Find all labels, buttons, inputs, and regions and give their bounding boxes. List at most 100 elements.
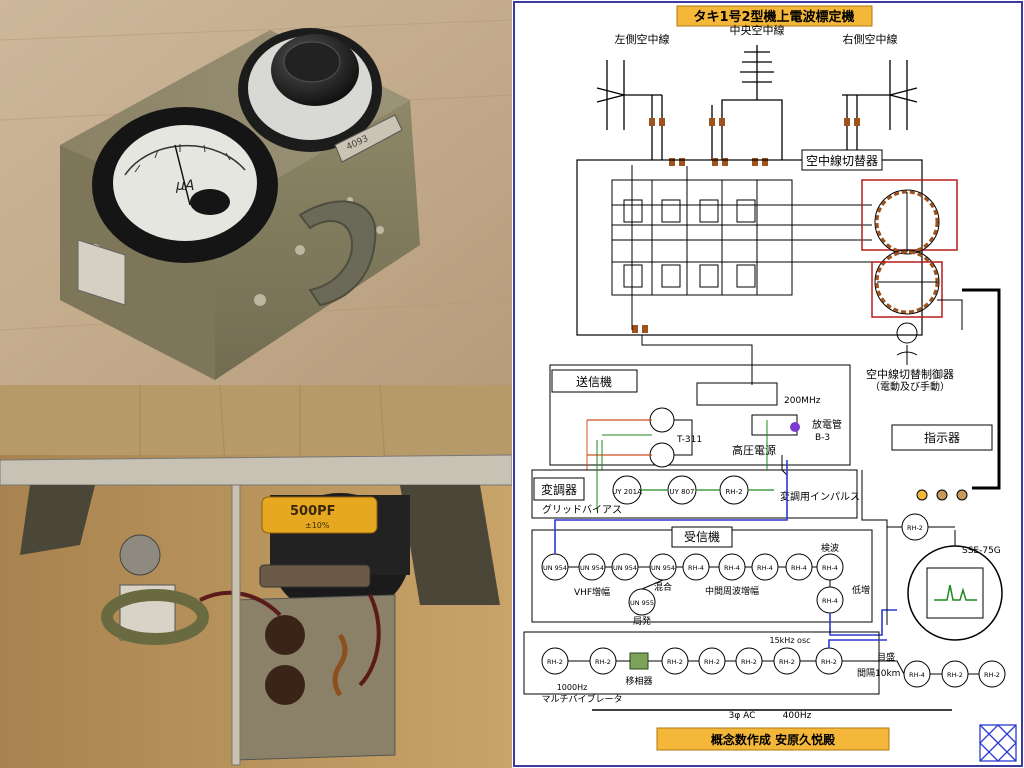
coil-housing	[234, 594, 396, 761]
switcher-label: 空中線切替器	[806, 153, 878, 168]
freq-label: 200MHz	[784, 396, 821, 406]
antenna-left-label: 左側空中線	[615, 32, 670, 46]
switcher-box	[576, 159, 923, 336]
modulator-label: 変調器	[541, 482, 577, 497]
antenna-center	[711, 45, 783, 160]
hv-supply-label: 高圧電源	[732, 443, 776, 457]
interval-label: 間隔10km	[857, 668, 900, 679]
credit-box	[656, 727, 890, 751]
svg-text:RH-2: RH-2	[725, 488, 742, 496]
svg-text:UN 954: UN 954	[613, 564, 637, 572]
svg-text:RH-4: RH-4	[688, 564, 704, 572]
carry-handle	[298, 200, 377, 307]
t311-label: T-311	[676, 435, 702, 445]
antenna-connectors	[632, 118, 860, 333]
svg-text:UY 807: UY 807	[670, 488, 695, 496]
switch-controller-sub: （電動及び手動）	[870, 380, 950, 393]
mod-pulse-label: 変調用インパルス	[780, 490, 860, 503]
transmitter-label: 送信機	[576, 374, 612, 389]
svg-text:RH-2: RH-2	[547, 658, 563, 666]
signal-line-bottom	[828, 639, 887, 648]
footer-credit: 概念数作成 安原久悦殿	[711, 732, 836, 747]
timing-box	[523, 631, 880, 695]
crt-model-label: SSE-75G	[962, 546, 1001, 556]
photo-device-top: μA 4093	[0, 0, 512, 385]
svg-text:RH-2: RH-2	[741, 658, 757, 666]
mix-label: 混合	[654, 581, 672, 593]
svg-text:UN 954: UN 954	[543, 564, 567, 572]
svg-text:RH-4: RH-4	[757, 564, 773, 572]
if-amp-label: 中間周波増幅	[705, 585, 759, 597]
scale-label: 目盛	[877, 651, 895, 663]
svg-text:RH-2: RH-2	[779, 658, 795, 666]
svg-text:RH-4: RH-4	[724, 564, 740, 572]
receiver-tubes: UN 954 UN 954 UN 954 UN 954 RH-4 RH-4 RH…	[541, 553, 844, 616]
power-label: 3φ AC	[729, 711, 756, 721]
b3-label: B-3	[815, 433, 830, 443]
indicator-label: 指示器	[924, 430, 960, 445]
schematic-diagram: タキ1号2型機上電波標定機 左側空中線 中央空中線 右側空中線	[513, 1, 1023, 767]
schematic-panel: タキ1号2型機上電波標定機 左側空中線 中央空中線 右側空中線	[512, 0, 1024, 768]
dial-mechanism	[101, 534, 209, 645]
indicator-connectors	[916, 489, 968, 501]
low-amp-label: 低増	[852, 584, 870, 596]
capacitor-500pf: 500PF ±10%	[261, 496, 378, 534]
modulator-label-box	[533, 477, 585, 501]
switch-controller-disks	[861, 179, 963, 365]
side-plate	[77, 239, 126, 306]
switch-controller-label: 空中線切替制御器	[866, 367, 954, 381]
antenna-right-label: 右側空中線	[843, 32, 898, 46]
svg-text:UN 954: UN 954	[580, 564, 604, 572]
lattice-icon	[979, 724, 1017, 762]
nameplate: 4093	[334, 114, 403, 163]
svg-text:RH-4: RH-4	[909, 671, 925, 679]
photo-device-internal: 500PF ±10%	[0, 385, 512, 768]
timing-tubes: RH-2 RH-2 RH-2 RH-2 RH-2 RH-2 RH-2 RH-4 …	[541, 647, 1006, 688]
tube-rh2-mod: RH-2	[719, 475, 749, 505]
tank-box	[696, 382, 778, 406]
svg-text:±10%: ±10%	[305, 521, 330, 530]
vhf-amp-label: VHF増幅	[574, 586, 610, 598]
discharge-tube-label: 放電管	[812, 418, 842, 431]
antenna-left	[596, 60, 663, 160]
antenna-right	[842, 60, 918, 160]
t311-tubes	[586, 407, 693, 470]
receiver-label-box	[671, 526, 733, 548]
tube-uy201a: UY 201A	[612, 475, 642, 505]
local-osc-label: 局発	[633, 615, 651, 627]
meter-gauge: μA	[92, 107, 278, 263]
svg-text:RH-2: RH-2	[704, 658, 720, 666]
svg-text:UN 955: UN 955	[630, 599, 654, 607]
diagram-title: タキ1号2型機上電波標定機	[693, 9, 854, 25]
multivibrator-label: マルチバイブレータ	[541, 693, 622, 705]
svg-text:500PF: 500PF	[290, 504, 336, 519]
svg-text:RH-4: RH-4	[822, 597, 838, 605]
hz1000-label: 1000Hz	[557, 683, 588, 692]
svg-text:RH-2: RH-2	[907, 524, 923, 532]
svg-text:RH-4: RH-4	[791, 564, 807, 572]
grid-bias-label: グリッドバイアス	[542, 503, 622, 516]
transmitter-label-box	[551, 369, 638, 393]
feed-line	[641, 335, 753, 385]
svg-text:RH-2: RH-2	[595, 658, 611, 666]
resistor	[259, 564, 371, 588]
antenna-center-label: 中央空中線	[730, 23, 785, 37]
svg-text:UN 954: UN 954	[651, 564, 675, 572]
svg-text:RH-4: RH-4	[822, 564, 838, 572]
phase-shifter-label: 移相器	[625, 675, 652, 687]
transmitter-box	[549, 364, 851, 466]
modulator-box	[531, 469, 858, 519]
indicator-label-box	[891, 424, 993, 451]
title-box	[676, 5, 873, 27]
svg-text:RH-2: RH-2	[821, 658, 837, 666]
svg-text:UY 201A: UY 201A	[612, 488, 642, 496]
detect-label: 検波	[821, 542, 839, 554]
svg-text:RH-2: RH-2	[667, 658, 683, 666]
dial-knob[interactable]	[238, 28, 382, 152]
relay-grid	[611, 165, 872, 330]
crt-display	[907, 530, 1003, 641]
discharge-tube	[751, 414, 800, 436]
hz400-label: 400Hz	[783, 711, 812, 721]
svg-text:RH-2: RH-2	[947, 671, 963, 679]
switcher-label-box	[801, 149, 883, 171]
